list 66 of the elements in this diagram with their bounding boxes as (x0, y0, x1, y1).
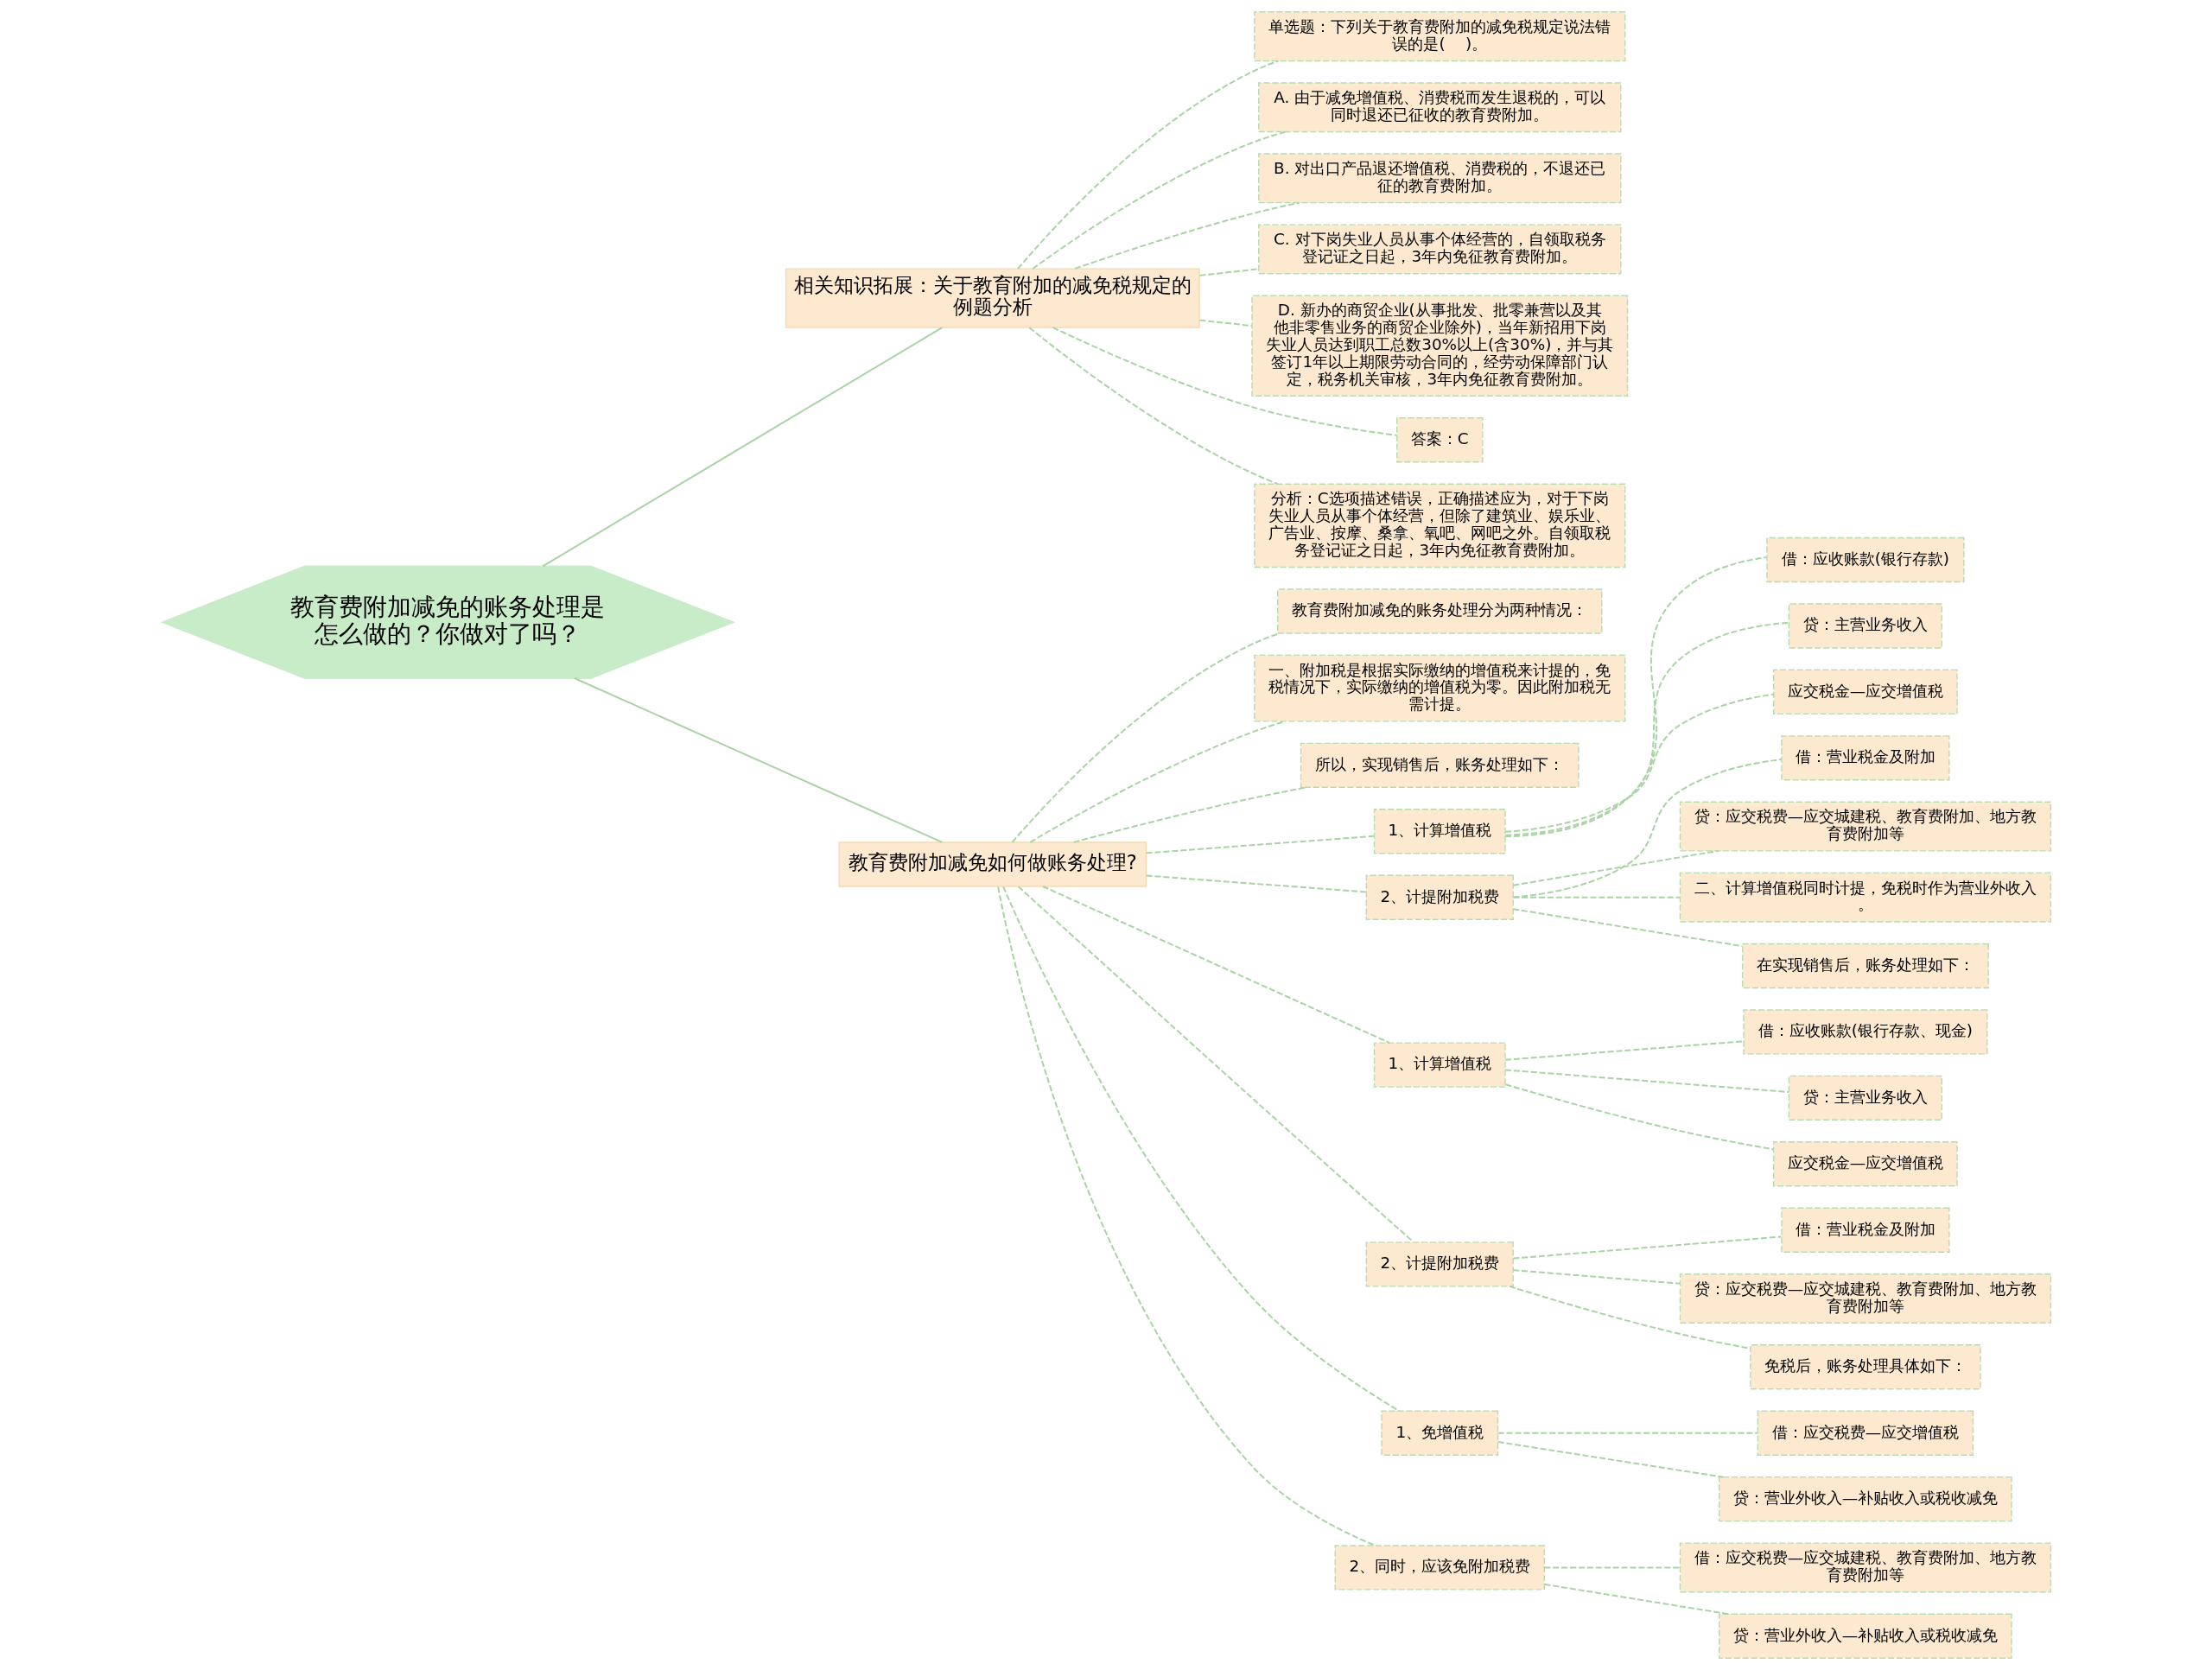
connector (1017, 886, 1414, 1243)
connector (1041, 886, 1390, 1045)
node-box: 教育费附加减免如何做账务处理? (838, 841, 1147, 887)
connector (1511, 1269, 1681, 1285)
connector (541, 327, 943, 568)
connector (1511, 896, 1681, 898)
node-box: 应交税金—应交增值税 (1772, 1141, 1958, 1187)
connector (1145, 835, 1375, 854)
node-box: 在实现销售后，账务处理如下： (1741, 943, 1989, 989)
connector (1543, 1566, 1681, 1569)
connector (1028, 720, 1286, 843)
node-box: 答案：C (1395, 417, 1483, 463)
node-box: 借：营业税金及附加 (1780, 735, 1950, 781)
connector (1198, 268, 1259, 276)
node-box: 2、计提附加税费 (1365, 1241, 1514, 1287)
connector (1503, 693, 1774, 833)
connector (573, 677, 943, 843)
connector (1511, 1235, 1783, 1260)
node-box: 贷：主营业务收入 (1788, 603, 1942, 649)
connector (1503, 1069, 1789, 1094)
node-box: 贷：主营业务收入 (1788, 1075, 1942, 1121)
node-box: 2、同时，应该免附加税费 (1334, 1545, 1545, 1591)
connector (1503, 1040, 1745, 1061)
node-box: 贷：营业外收入—补贴收入或税收减免 (1718, 1613, 2012, 1659)
node-box: 相关知识拓展：关于教育附加的减免税规定的例题分析 (785, 268, 1200, 328)
connector (1497, 1432, 1758, 1434)
node-box: 2、计提附加税费 (1365, 874, 1514, 920)
node-box: C. 对下岗失业人员从事个体经营的，自领取税务登记证之日起，3年内免征教育费附加。 (1257, 224, 1621, 275)
node-box: 应交税金—应交增值税 (1772, 669, 1958, 715)
node-box: 所以，实现销售后，账务处理如下： (1300, 742, 1580, 788)
node-box: 贷：应交税费—应交城建税、教育费附加、地方教育费附加等 (1679, 801, 2051, 852)
node-box: 借：应收账款(银行存款、现金) (1742, 1009, 1987, 1055)
connector (1503, 1083, 1774, 1151)
connector (1508, 1285, 1751, 1349)
node-box: 贷：应交税费—应交城建税、教育费附加、地方教育费附加等 (1679, 1273, 2051, 1324)
connector (1543, 1583, 1729, 1616)
node-box: 借：营业税金及附加 (1780, 1207, 1950, 1253)
node-box: 二、计算增值税同时计提，免税时作为营业外收入。 (1679, 872, 2051, 923)
node-box: 1、计算增值税 (1373, 1042, 1506, 1088)
connector (1052, 327, 1398, 436)
connector (1145, 874, 1367, 893)
node-box: 贷：营业外收入—补贴收入或税收减免 (1718, 1476, 2012, 1522)
connector (1072, 786, 1307, 843)
node-box: 1、免增值税 (1380, 1410, 1498, 1456)
connector (1497, 1441, 1724, 1478)
node-box: 一、附加税是根据实际缴纳的增值税来计提的，免税情况下，实际缴纳的增值税为零。因此附加税无需计提。 (1253, 654, 1625, 722)
connector (1198, 319, 1253, 327)
connector (1503, 556, 1767, 838)
node-box: 免税后，账务处理具体如下： (1749, 1344, 1981, 1390)
node-box: 借：应交税费—应交城建税、教育费附加、地方教育费附加等 (1679, 1542, 2051, 1593)
node-box: A. 由于减免增值税、消费税而发生退税的，可以同时退还已征收的教育费附加。 (1257, 82, 1621, 133)
connector (1001, 886, 1400, 1413)
connector (1503, 621, 1789, 836)
node-box: 借：应收账款(银行存款) (1765, 537, 1965, 583)
connector (1511, 908, 1743, 948)
node-box: B. 对出口产品退还增值税、消费税的，不退还已征的教育费附加。 (1257, 153, 1621, 204)
connector (1511, 759, 1783, 898)
node-box: D. 新办的商贸企业(从事批发、批零兼营以及其他非零售业务的商贸企业除外)，当年新招用下岗失业人员达到职工总数30%以上(含30%)，并与其签订1年以上期限劳动合同的，经劳动保障部门认定，税务机关审核，3年内免征教育费附加。 (1250, 295, 1628, 397)
connector (1016, 60, 1280, 270)
connector (996, 886, 1376, 1546)
node-box: 借：应交税费—应交增值税 (1757, 1410, 1974, 1456)
node-box: 单选题：下列关于教育费附加的减免税规定说法错误的是( )。 (1253, 11, 1625, 62)
node-box: 1、计算增值税 (1373, 809, 1506, 854)
connector (1027, 327, 1279, 485)
node-box: 分析：C选项描述错误，正确描述应为，对于下岗失业人员从事个体经营，但除了建筑业、娱乐业、广告业、按摩、桑拿、氧吧、网吧之外。自领取税务登记证之日起，3年内免征教育费附加。 (1253, 483, 1625, 568)
node-box: 教育费附加减免的账务处理分为两种情况： (1276, 588, 1603, 634)
